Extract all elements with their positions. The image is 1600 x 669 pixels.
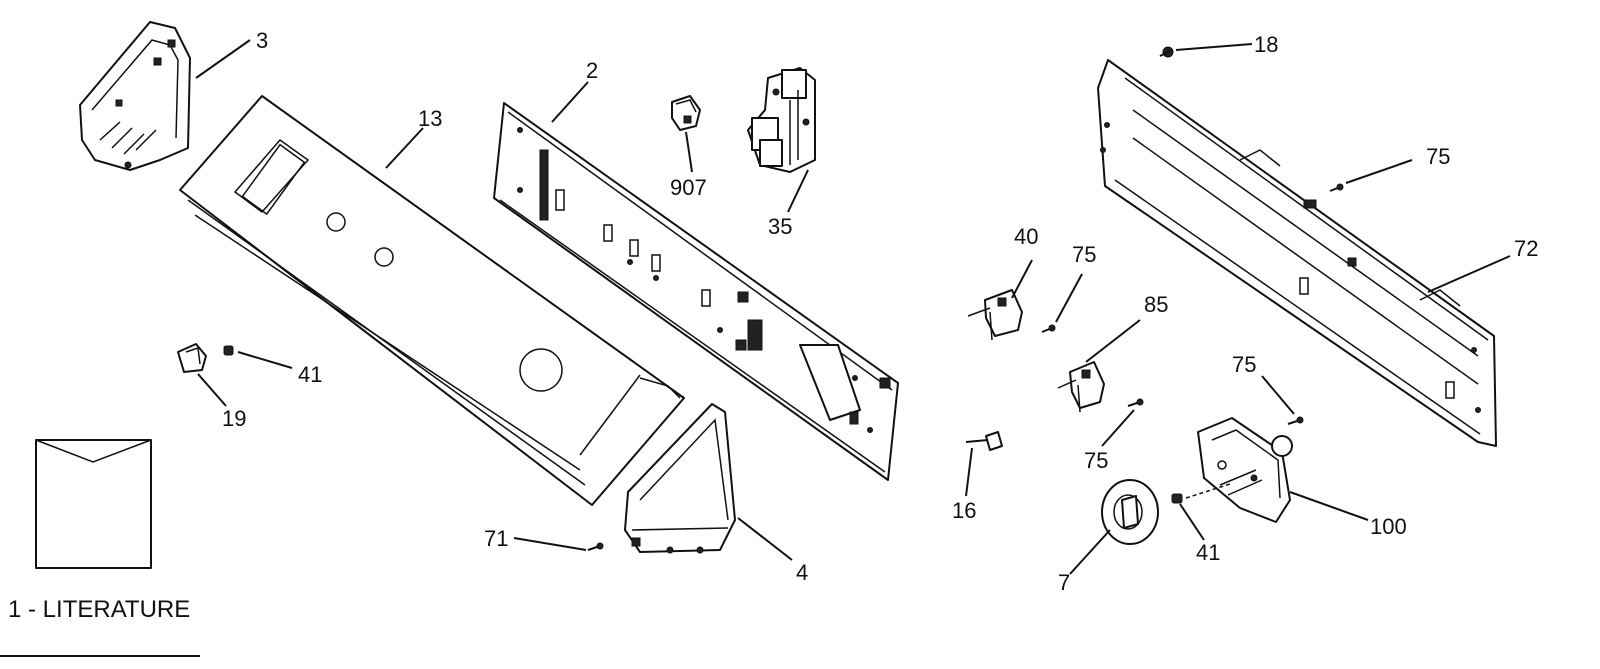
label-part-71: 71	[484, 526, 508, 551]
part-75-screw-top	[1329, 183, 1344, 192]
part-4-right-end-cap	[624, 403, 736, 554]
part-72-rear-panel	[1097, 59, 1497, 447]
leader-18	[1175, 43, 1253, 51]
part-19-button	[177, 343, 207, 373]
part-18-screw	[1159, 46, 1174, 58]
leader-4	[737, 517, 793, 561]
part-13-control-panel	[179, 95, 685, 506]
part-35-switch-assembly	[747, 67, 816, 173]
part-71-screw	[587, 542, 604, 551]
label-part-41-left: 41	[298, 362, 322, 387]
leader-16	[965, 447, 973, 497]
part-41-spring-left	[223, 345, 234, 356]
leader-41-right	[1179, 503, 1205, 541]
part-75-screw-right	[1287, 416, 1304, 425]
part-85-switch	[1057, 361, 1105, 413]
part-41-spring-right	[1171, 483, 1231, 504]
label-part-75-mid: 75	[1072, 242, 1096, 267]
part-75-screw-mid	[1041, 324, 1056, 333]
part-16-knob-key	[965, 431, 1003, 451]
label-part-16: 16	[952, 498, 976, 523]
leader-100	[1289, 491, 1369, 521]
label-part-75-right: 75	[1232, 352, 1256, 377]
leader-7	[1069, 529, 1111, 575]
label-part-19: 19	[222, 406, 246, 431]
part-7-timer-knob	[1101, 479, 1159, 545]
label-part-907: 907	[670, 175, 707, 200]
leader-40	[1011, 259, 1033, 299]
leader-85	[1085, 319, 1141, 363]
label-part-3: 3	[256, 28, 268, 53]
label-part-2: 2	[586, 58, 598, 83]
leader-75-right	[1261, 375, 1295, 415]
label-part-18: 18	[1254, 32, 1278, 57]
leader-75-mid	[1055, 273, 1083, 323]
label-part-35: 35	[768, 214, 792, 239]
label-part-7: 7	[1058, 570, 1070, 595]
part-907-switch	[671, 95, 701, 131]
leader-35	[787, 169, 809, 213]
part-3-left-end-cap	[79, 21, 191, 171]
leader-13	[385, 127, 424, 169]
leader-75-top	[1345, 159, 1413, 184]
label-part-40: 40	[1014, 224, 1038, 249]
literature-envelope	[35, 439, 152, 569]
label-part-75-lower: 75	[1084, 448, 1108, 473]
label-part-41-right: 41	[1196, 540, 1220, 565]
literature-caption: 1 - LITERATURE	[8, 596, 190, 623]
leader-19	[197, 373, 227, 407]
label-part-100: 100	[1370, 514, 1407, 539]
leader-2	[551, 81, 589, 123]
label-part-13: 13	[418, 106, 442, 131]
label-part-4: 4	[796, 560, 808, 585]
leader-71	[513, 537, 587, 551]
label-part-85: 85	[1144, 292, 1168, 317]
part-75-screw-lower	[1127, 398, 1144, 407]
leader-41-left	[237, 351, 293, 369]
part-2-backsplash-frame	[493, 102, 899, 481]
part-100-timer	[1197, 417, 1293, 523]
part-40-switch	[967, 289, 1023, 341]
label-part-75-top: 75	[1426, 144, 1450, 169]
leader-72	[1427, 255, 1511, 293]
leader-907	[685, 131, 693, 173]
leader-75-lower	[1101, 409, 1135, 447]
leader-3	[195, 39, 251, 79]
label-part-72: 72	[1514, 236, 1538, 261]
